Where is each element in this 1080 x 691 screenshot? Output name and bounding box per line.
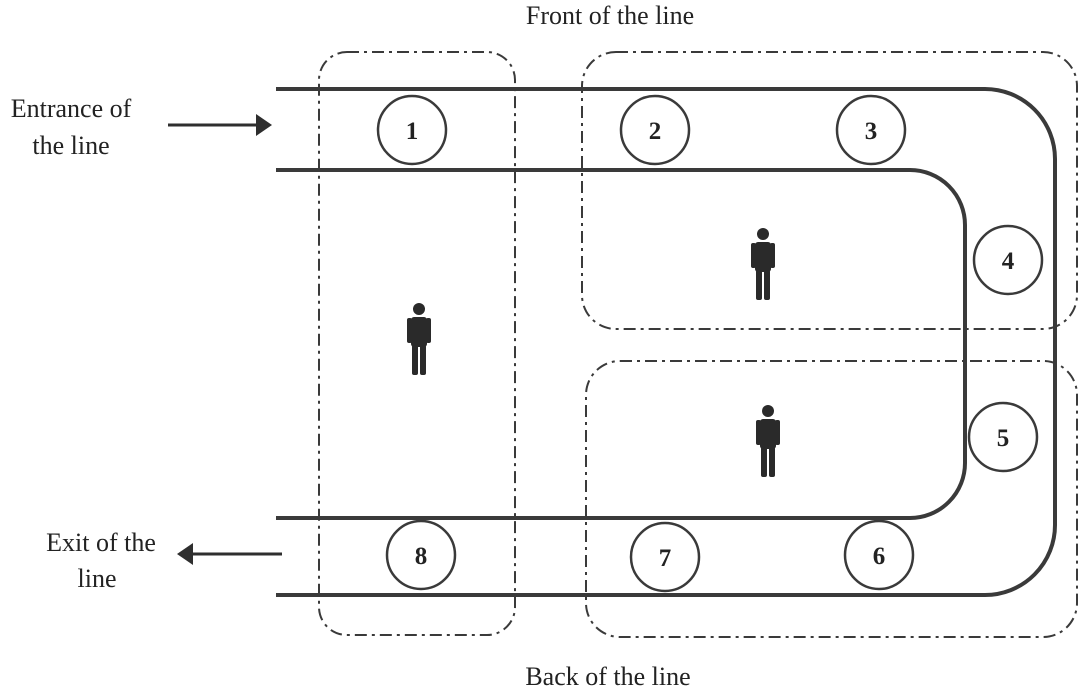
station-3: 3 (835, 94, 907, 166)
exit-label-line2: line (78, 564, 117, 593)
zone-back-right (585, 360, 1078, 638)
station-3-label: 3 (865, 118, 878, 145)
station-6-label: 6 (873, 543, 886, 570)
person-icon (756, 405, 780, 477)
station-1-label: 1 (406, 118, 419, 145)
person-icon (407, 303, 431, 375)
station-8: 8 (385, 519, 457, 591)
front-of-line-label: Front of the line (526, 1, 694, 30)
person-icon (751, 228, 775, 300)
station-4-label: 4 (1002, 248, 1015, 275)
entrance-label-line1: Entrance of (11, 94, 132, 123)
station-4: 4 (972, 224, 1044, 296)
back-of-line-label: Back of the line (525, 662, 690, 691)
track-outer-top (276, 87, 1057, 597)
station-2: 2 (619, 94, 691, 166)
station-7: 7 (629, 521, 701, 593)
exit-label-line1: Exit of the (46, 528, 156, 557)
entrance-arrow-icon (256, 114, 272, 136)
track-inner (276, 168, 967, 520)
station-7-label: 7 (659, 545, 672, 572)
exit-arrow-icon (177, 543, 193, 565)
station-6: 6 (843, 519, 915, 591)
zone-front-right (581, 51, 1078, 330)
entrance-label-line2: the line (32, 131, 109, 160)
station-1: 1 (376, 94, 448, 166)
station-5-label: 5 (997, 425, 1010, 452)
station-8-label: 8 (415, 543, 428, 570)
station-5: 5 (967, 401, 1039, 473)
zone-left (318, 51, 516, 636)
station-2-label: 2 (649, 118, 662, 145)
